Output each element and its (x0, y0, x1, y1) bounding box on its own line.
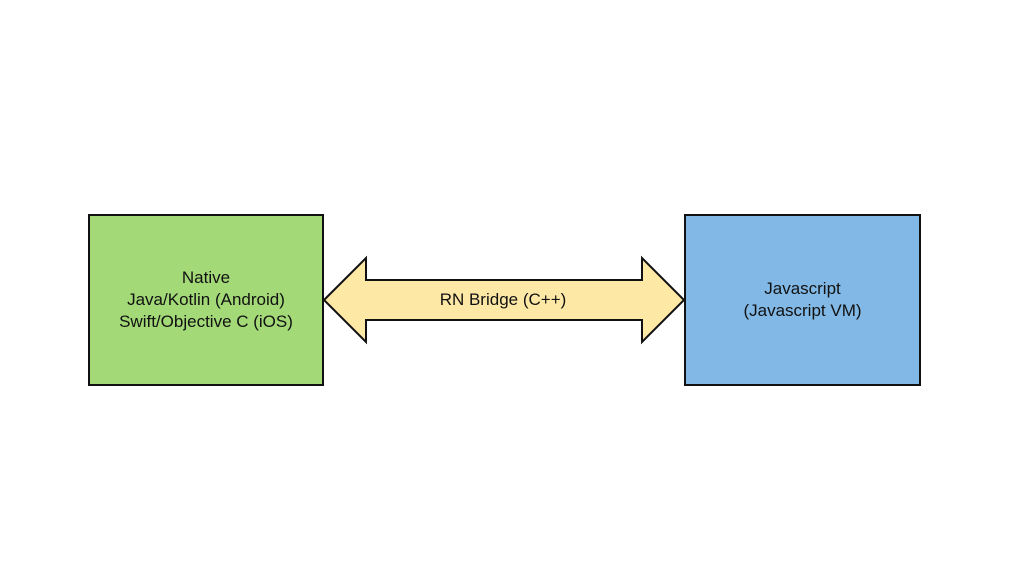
native-node-ios-line: Swift/Objective C (iOS) (119, 312, 293, 331)
native-node-title: Native (181, 268, 231, 287)
javascript-node-vm-line: (Javascript VM) (743, 301, 862, 320)
native-node-android-line: Java/Kotlin (Android) (127, 290, 285, 309)
native-node: Native Java/Kotlin (Android) Swift/Objec… (88, 214, 324, 386)
javascript-node-title: Javascript (764, 279, 841, 298)
bridge-label: RN Bridge (C++) (439, 290, 567, 309)
javascript-node: Javascript (Javascript VM) (684, 214, 921, 386)
